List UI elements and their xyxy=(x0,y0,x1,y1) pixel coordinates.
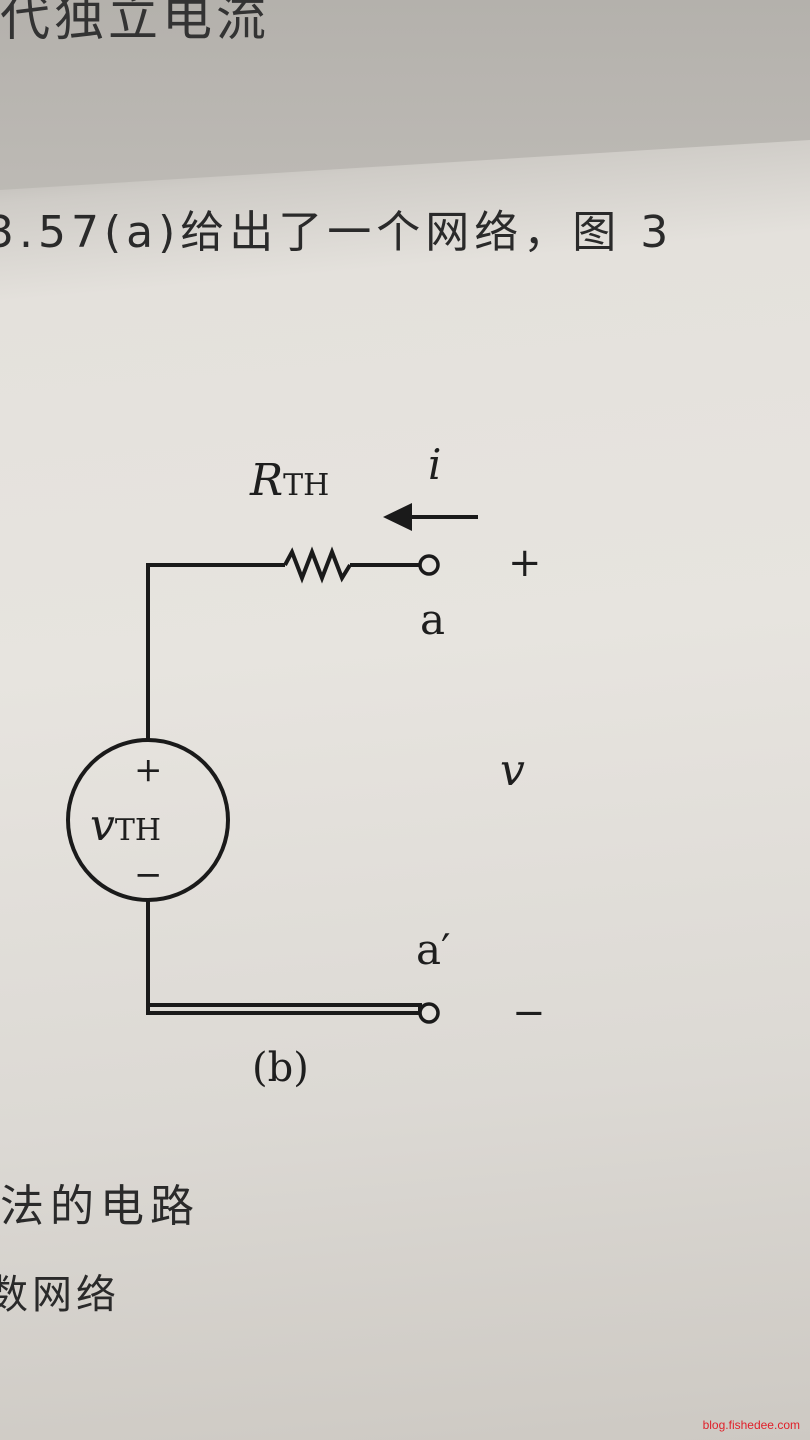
caption-fragment-2: 数网络 xyxy=(0,1272,120,1318)
terminal-a-label: a xyxy=(420,595,446,644)
terminal-a xyxy=(418,554,440,576)
voltage-plus: + xyxy=(508,540,542,586)
watermark: blog.fishedee.com xyxy=(702,1418,800,1432)
source-plus: + xyxy=(134,750,163,790)
wire-top xyxy=(146,563,285,740)
resistor-label: RTH xyxy=(250,455,330,506)
voltage-minus: − xyxy=(512,990,546,1036)
source-label: vTH xyxy=(90,800,162,851)
terminal-a-prime-label: a′ xyxy=(416,925,451,974)
current-label: i xyxy=(428,440,442,489)
caption-fragment-1: 法的电路 xyxy=(0,1181,200,1232)
voltage-label: v xyxy=(500,745,525,796)
source-minus: − xyxy=(134,855,163,895)
text-line-top: 代独立电流 xyxy=(0,0,270,47)
wire-bottom xyxy=(146,900,422,1013)
current-arrow-head xyxy=(383,503,412,531)
text-line-intro: 3.57(a)给出了一个网络，图 3 xyxy=(0,207,674,258)
terminal-a-prime xyxy=(418,1002,440,1024)
resistor xyxy=(283,546,352,584)
figure-label: (b) xyxy=(252,1045,309,1091)
